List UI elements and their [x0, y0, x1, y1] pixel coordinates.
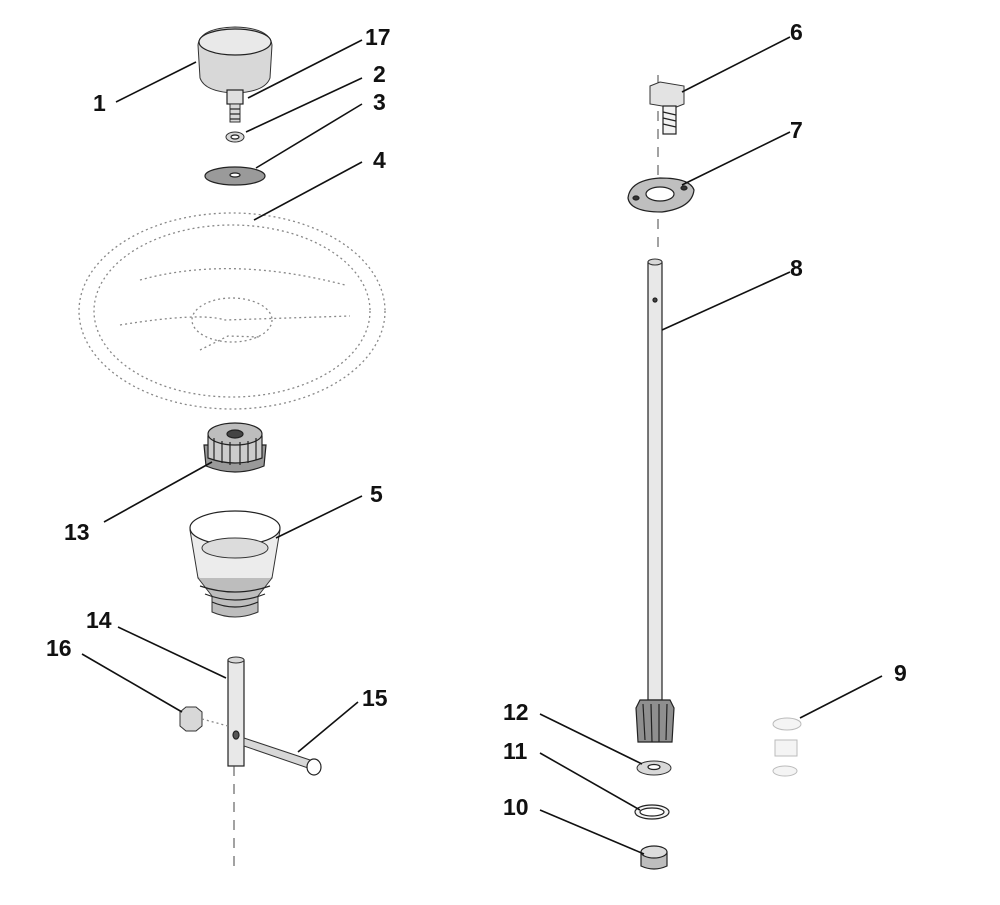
leader-7 [681, 131, 791, 186]
callout-labels: 1 17 2 3 4 13 5 14 16 15 6 7 8 9 12 11 1… [46, 19, 907, 820]
leader-1 [115, 61, 197, 103]
hex-bolt-part [649, 75, 685, 250]
callout-14: 14 [86, 607, 112, 633]
leader-15 [297, 701, 359, 753]
leader-17 [247, 39, 363, 99]
callout-9: 9 [894, 660, 907, 686]
callout-4: 4 [373, 147, 386, 173]
callout-3: 3 [373, 89, 386, 115]
callout-16: 16 [46, 635, 72, 661]
callout-5: 5 [370, 481, 383, 507]
flange-bearing-part [627, 177, 695, 213]
snap-ring-part [634, 804, 670, 820]
leader-16 [81, 653, 183, 713]
steering-shaft-part [227, 656, 245, 870]
steering-wheel-part [78, 212, 386, 410]
leader-12 [539, 713, 643, 765]
leader-11 [539, 752, 641, 811]
splined-adapter-part [203, 422, 267, 473]
callout-10: 10 [503, 794, 529, 820]
steering-column-part [635, 258, 675, 743]
leader-2 [245, 77, 363, 133]
leader-5 [275, 495, 363, 539]
leader-13 [103, 461, 213, 523]
callout-2: 2 [373, 61, 386, 87]
callout-12: 12 [503, 699, 529, 725]
callout-8: 8 [790, 255, 803, 281]
leader-4 [253, 161, 363, 221]
callout-7: 7 [790, 117, 803, 143]
leader-10 [539, 809, 645, 855]
bushing-part [772, 717, 802, 777]
leader-lines [81, 36, 883, 855]
lock-washer-part [225, 131, 245, 143]
leader-8 [661, 271, 791, 331]
nut-part [179, 706, 229, 732]
callout-1: 1 [93, 90, 106, 116]
flat-washer-part [204, 166, 266, 186]
leader-3 [255, 103, 363, 169]
callout-13: 13 [64, 519, 90, 545]
pinion-washer-part [636, 760, 672, 776]
cap-nut-part [640, 845, 668, 870]
callout-11: 11 [503, 738, 528, 764]
callout-17: 17 [365, 24, 391, 50]
boot-part [189, 510, 281, 618]
bolt-part [243, 737, 322, 776]
callout-6: 6 [790, 19, 803, 45]
leader-9 [799, 675, 883, 719]
leader-6 [681, 36, 791, 93]
steering-cap-part [197, 26, 273, 105]
leader-14 [117, 626, 227, 679]
callout-15: 15 [362, 685, 388, 711]
screw-part [229, 103, 241, 123]
